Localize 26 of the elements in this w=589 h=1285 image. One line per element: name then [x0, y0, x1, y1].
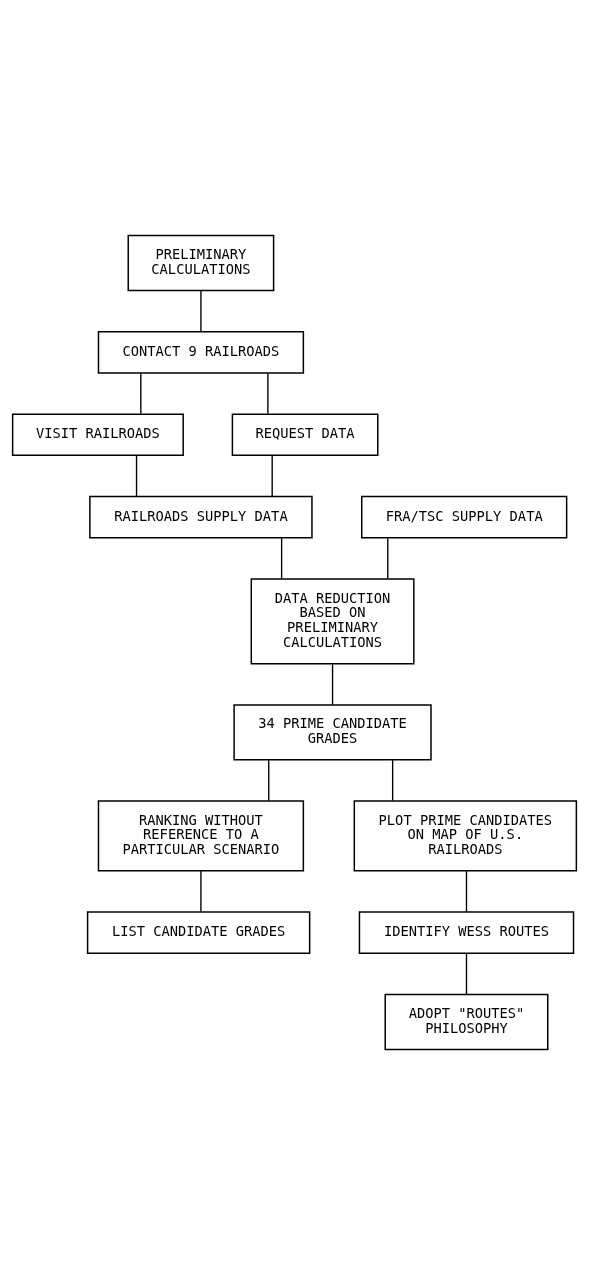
- node-box: VISIT RAILROADS: [11, 413, 184, 457]
- connector: [391, 759, 394, 802]
- connector: [387, 537, 389, 580]
- connector: [200, 870, 202, 913]
- node-box: 34 PRIME CANDIDATE GRADES: [233, 704, 432, 761]
- node-box: REQUEST DATA: [231, 413, 379, 457]
- node-box: FRA/TSC SUPPLY DATA: [361, 495, 568, 539]
- connector: [280, 537, 283, 580]
- node-box: PRELIMINARY CALCULATIONS: [127, 234, 275, 292]
- connector: [267, 372, 269, 415]
- connector: [271, 454, 273, 497]
- connector: [140, 372, 142, 415]
- node-box: ADOPT "ROUTES" PHILOSOPHY: [384, 993, 549, 1051]
- connector: [135, 454, 138, 497]
- node-box: RANKING WITHOUT REFERENCE TO A PARTICULAR SCENARIO: [97, 800, 305, 872]
- node-box: RAILROADS SUPPLY DATA: [89, 495, 313, 539]
- node-box: DATA REDUCTION BASED ON PRELIMINARY CALCULATIONS: [250, 578, 415, 665]
- connector: [465, 870, 468, 913]
- connector: [465, 952, 468, 995]
- node-box: IDENTIFY WESS ROUTES: [358, 911, 575, 954]
- connector: [268, 759, 270, 802]
- connector: [331, 663, 334, 706]
- node-box: LIST CANDIDATE GRADES: [86, 911, 311, 954]
- node-box: CONTACT 9 RAILROADS: [97, 331, 305, 374]
- connector: [200, 290, 202, 333]
- node-box: PLOT PRIME CANDIDATES ON MAP OF U.S. RAILROADS: [353, 800, 578, 872]
